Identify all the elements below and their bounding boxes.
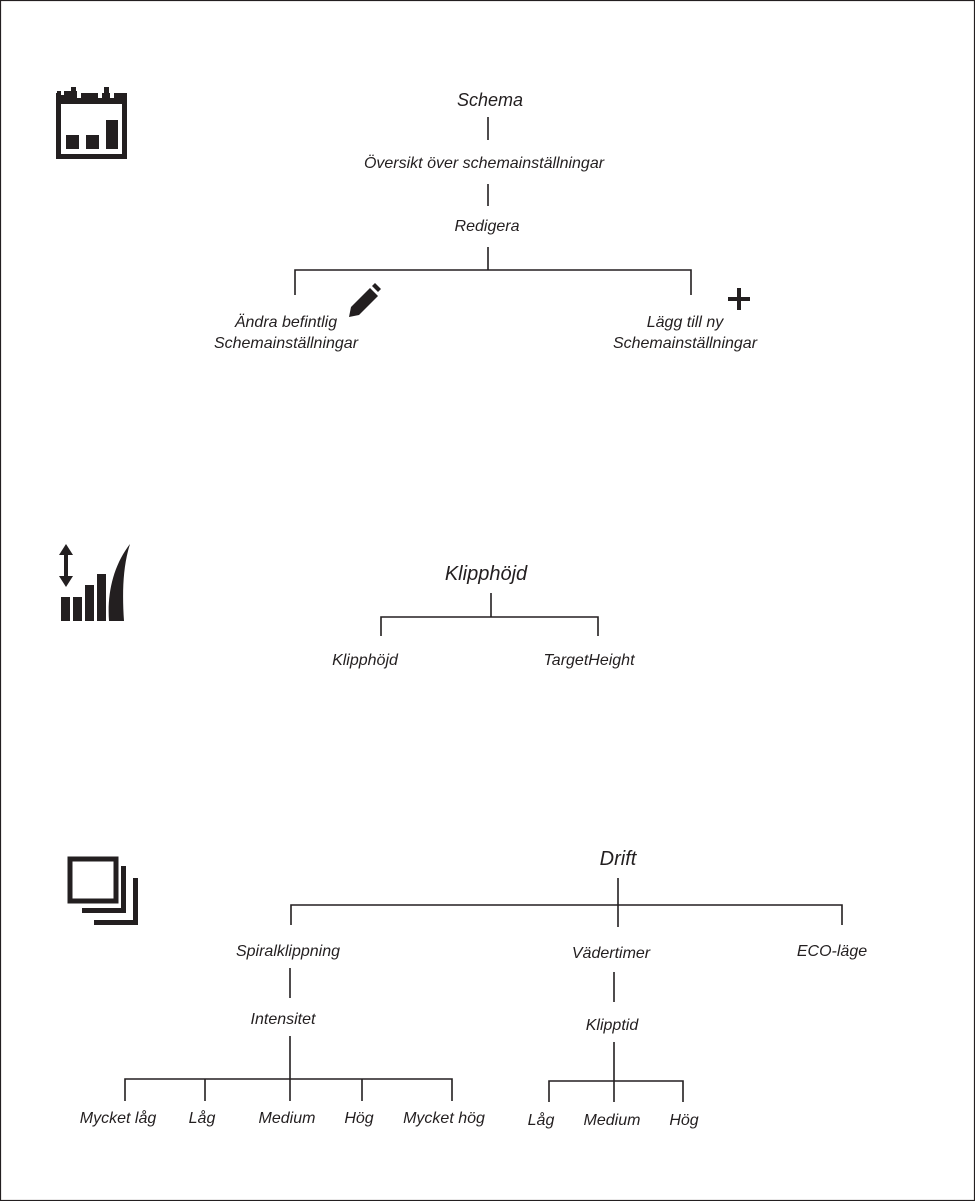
cutting-height-left: Klipphöjd — [332, 652, 399, 669]
intensity-level: Hög — [344, 1110, 373, 1127]
schedule-change-line2: Schemainställningar — [214, 335, 359, 352]
operation-spiral: Spiralklippning — [236, 943, 340, 960]
schedule-edit: Redigera — [455, 218, 520, 235]
schedule-add-line1: Lägg till ny — [647, 314, 724, 331]
pencil-icon — [349, 283, 381, 317]
intensity-level: Mycket låg — [80, 1109, 157, 1127]
schedule-icon — [56, 87, 127, 159]
cut-time-level: Hög — [669, 1112, 698, 1129]
schedule-add-line2: Schemainställningar — [613, 335, 758, 352]
operation-icon — [67, 856, 138, 925]
operation-eco: ECO-läge — [797, 943, 867, 960]
intensity-level: Låg — [189, 1109, 216, 1127]
schedule-overview: Översikt över schemainställningar — [364, 154, 605, 172]
cutting-height-right: TargetHeight — [543, 652, 635, 669]
cutting-height-title: Klipphöjd — [445, 563, 528, 585]
cutting-height-icon — [59, 544, 130, 621]
schedule-change-line1: Ändra befintlig — [234, 313, 337, 331]
operation-title: Drift — [600, 848, 638, 870]
schedule-title: Schema — [457, 90, 523, 110]
plus-icon — [728, 288, 750, 310]
intensity-level: Medium — [259, 1110, 316, 1127]
operation-intensity: Intensitet — [251, 1011, 316, 1028]
intensity-level: Mycket hög — [403, 1110, 485, 1127]
cut-time-level: Medium — [584, 1112, 641, 1129]
cut-time-level: Låg — [528, 1111, 555, 1129]
operation-cut-time: Klipptid — [586, 1017, 640, 1034]
operation-weather: Vädertimer — [572, 945, 651, 962]
